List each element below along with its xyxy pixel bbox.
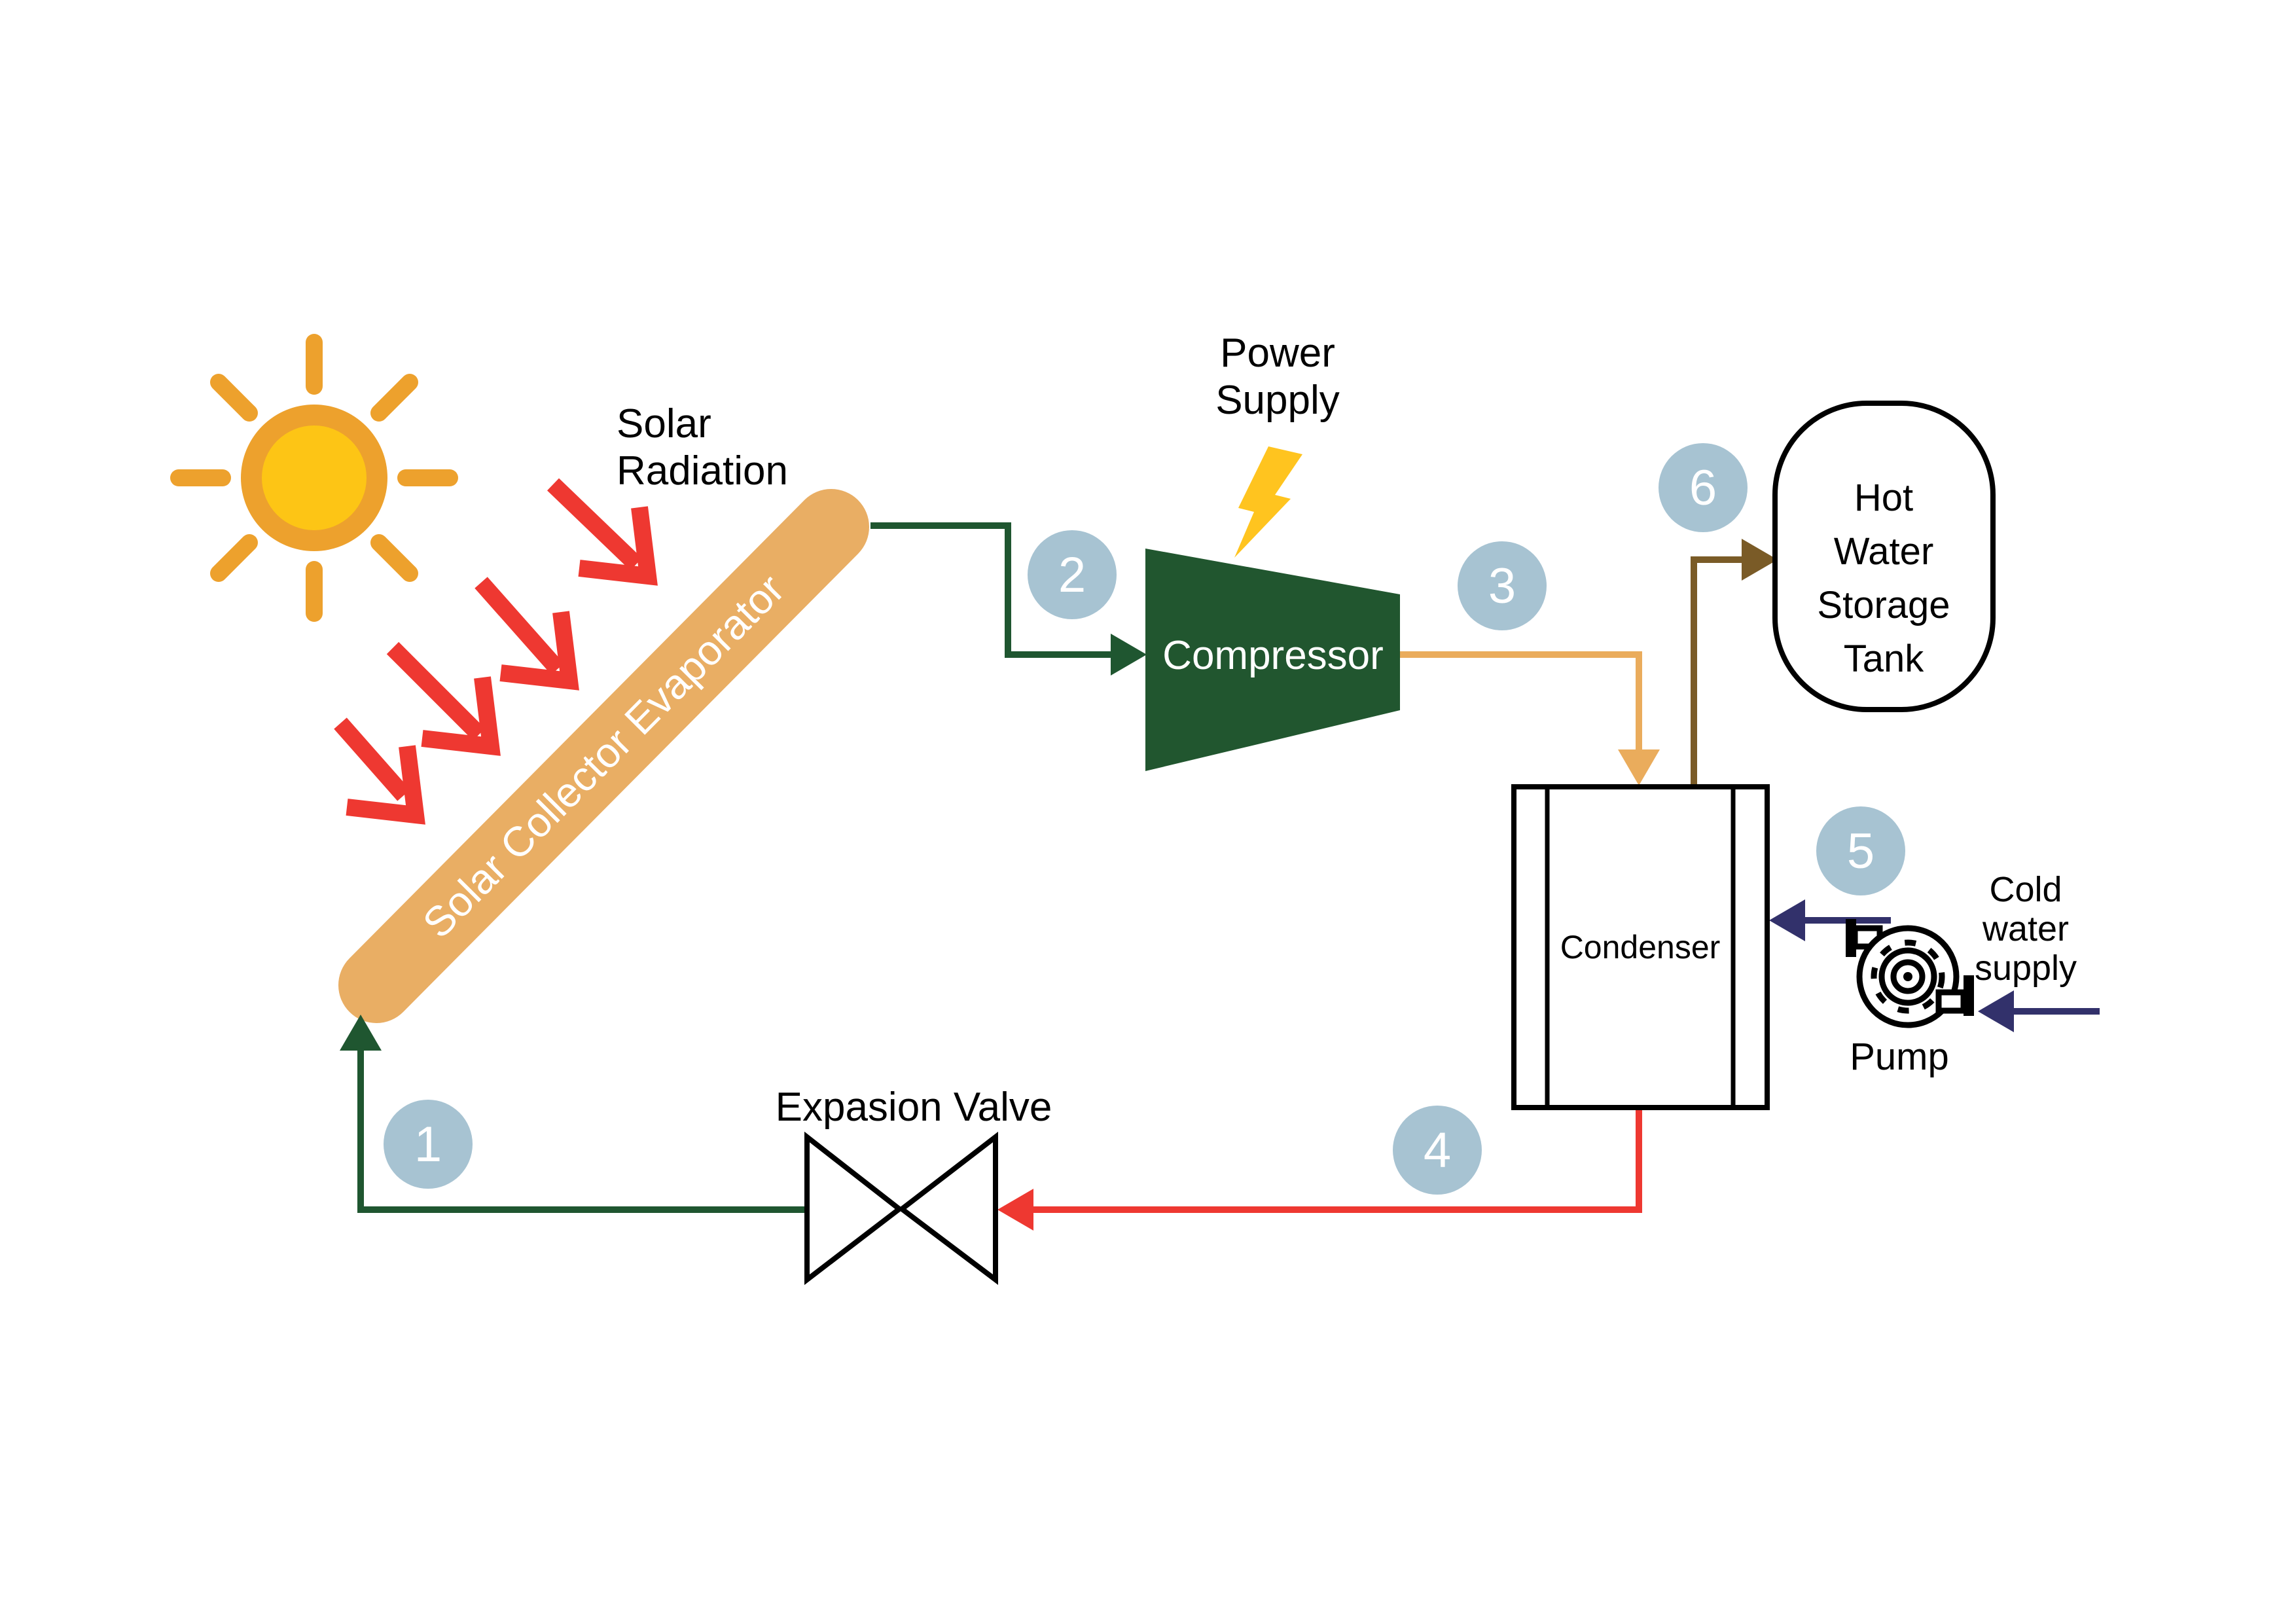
- station-number-4: 4: [1424, 1123, 1451, 1178]
- station-number-3: 3: [1488, 558, 1516, 614]
- flow-line-4: [997, 1108, 1642, 1231]
- solar-radiation-line1: Solar: [617, 401, 711, 446]
- cold-water-line2: water: [1982, 909, 2069, 948]
- condenser-label: Condenser: [1560, 929, 1721, 965]
- arrowhead-right: [1742, 539, 1778, 581]
- expansion-valve-label: Expasion Valve: [776, 1085, 1052, 1130]
- pump: Pump: [1846, 919, 1974, 1078]
- tank-label-line1: Hot: [1854, 477, 1913, 519]
- flow-line-3: [1393, 651, 1660, 785]
- radiation-arrow: [475, 577, 579, 691]
- condenser-shape: [1511, 784, 1770, 1110]
- power-supply-line1: Power: [1220, 331, 1335, 376]
- sun-icon: [170, 334, 458, 622]
- cold-water-line3: supply: [1975, 948, 2077, 988]
- station-badge-5: 5: [1816, 806, 1905, 895]
- tank-label-line3: Storage: [1817, 584, 1950, 626]
- collector-label: Solar Collector Evaporator: [414, 565, 793, 947]
- arrowhead-right: [1111, 634, 1147, 676]
- station-badge-6: 6: [1659, 443, 1748, 532]
- solar-radiation-line2: Radiation: [617, 448, 788, 494]
- tank-label-line4: Tank: [1844, 638, 1925, 680]
- compressor-shape: [1145, 549, 1400, 771]
- pump-label: Pump: [1850, 1036, 1949, 1078]
- station-badge-4: 4: [1393, 1106, 1482, 1195]
- tank-label-line2: Water: [1834, 530, 1934, 573]
- station-number-6: 6: [1689, 460, 1717, 516]
- valve-icon: [804, 1131, 998, 1286]
- pump-inlet-flange: [1964, 975, 1974, 1016]
- radiation-arrow: [547, 478, 658, 586]
- radiation-arrow: [334, 717, 425, 825]
- compressor: Compressor: [1145, 549, 1400, 771]
- arrowhead-left: [1769, 899, 1805, 941]
- sun-core: [262, 425, 367, 530]
- collector-bar: [338, 489, 869, 1023]
- pump-center-dot: [1903, 972, 1912, 981]
- flow-line-6: [1691, 539, 1778, 787]
- arrowhead-left: [1978, 990, 2014, 1032]
- hot-water-storage-tank: Hot Water Storage Tank: [1772, 401, 1996, 712]
- condenser: Condenser: [1511, 784, 1770, 1110]
- pump-inlet-pipe: [1935, 989, 1967, 1014]
- solar-collector-evaporator: Solar Collector Evaporator: [338, 489, 869, 1023]
- tank-shape: [1772, 401, 1996, 712]
- compressor-label: Compressor: [1162, 633, 1384, 678]
- pump-gear-ring: [1871, 939, 1945, 1014]
- cold-water-supply-label: Cold water supply: [1975, 870, 2077, 988]
- station-number-5: 5: [1847, 823, 1874, 879]
- station-number-2: 2: [1058, 547, 1086, 603]
- power-supply: Power Supply: [1215, 331, 1340, 558]
- arrowhead-up: [340, 1015, 382, 1051]
- station-badge-2: 2: [1028, 530, 1117, 619]
- flow-line-1: [340, 1015, 807, 1213]
- cold-water-supply-line: [1978, 990, 2100, 1032]
- arrowhead-left: [997, 1189, 1033, 1231]
- cold-water-line1: Cold: [1989, 870, 2062, 909]
- pump-icon: [1846, 919, 1974, 1028]
- solar-radiation-label: Solar Radiation: [617, 401, 788, 494]
- expansion-valve: Expasion Valve: [776, 1085, 1052, 1286]
- station-number-1: 1: [414, 1117, 442, 1172]
- pump-outlet-flange: [1846, 919, 1856, 957]
- flow-line-2: [870, 522, 1147, 676]
- valve-right-triangle: [897, 1131, 998, 1286]
- sun-rays: [170, 334, 458, 622]
- station-badge-3: 3: [1458, 541, 1547, 630]
- station-badges: 1 2 3 4 5 6: [384, 443, 1905, 1195]
- solar-radiation-arrows: [334, 478, 658, 825]
- station-badge-1: 1: [384, 1100, 473, 1189]
- arrowhead-down: [1618, 749, 1660, 785]
- lightning-bolt-icon: [1234, 446, 1302, 558]
- radiation-arrow: [386, 641, 501, 756]
- valve-left-triangle: [804, 1131, 904, 1286]
- power-supply-line2: Supply: [1215, 378, 1340, 423]
